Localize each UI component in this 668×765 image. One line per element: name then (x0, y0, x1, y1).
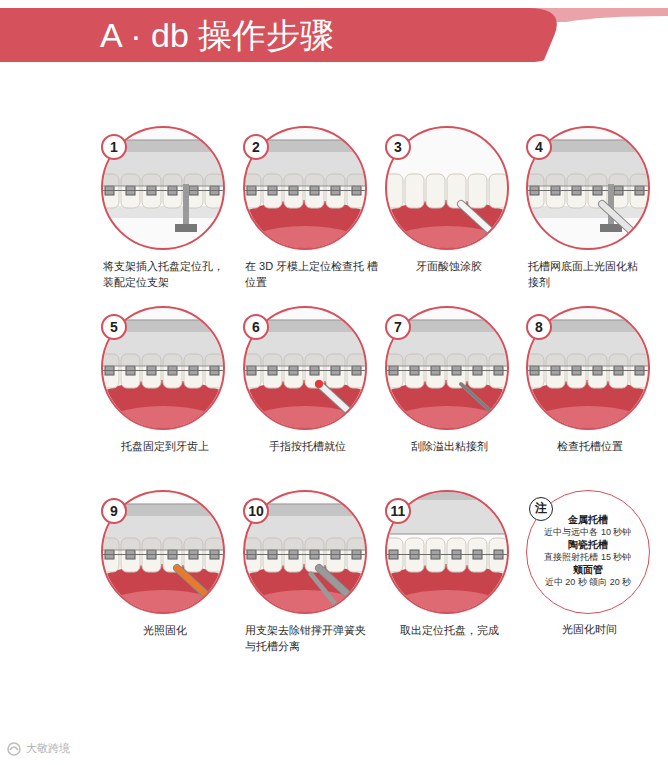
wire (235, 554, 375, 555)
step-caption: 用支架去除钳撑开弹簧夹 与托槽分离 (245, 622, 375, 654)
note-heading: 陶瓷托槽 (527, 538, 649, 551)
note-text: 近中与远中各 10 秒钟 (527, 526, 649, 538)
step-circle: 2在 3D 牙模上定位检查托 槽位置 (243, 126, 367, 250)
callout-number: 1 (101, 134, 127, 160)
wire (377, 554, 517, 555)
step-circle: 9光照固化 (101, 490, 225, 614)
gum (361, 380, 533, 460)
callout-number: 11 (385, 498, 411, 524)
tooth (468, 174, 487, 208)
tool (461, 384, 509, 428)
step-circle: 3牙面酸蚀涂胶 (385, 126, 509, 250)
note-body: 金属托槽近中与远中各 10 秒钟陶瓷托槽直接照射托槽 15 秒钟颊面管近中 20… (527, 513, 649, 588)
gum (502, 380, 668, 460)
callout-number: 3 (385, 134, 411, 160)
support-foot (175, 224, 197, 232)
step-circle: 8检查托槽位置 (526, 306, 650, 430)
step-caption: 牙面酸蚀涂胶 (382, 258, 516, 274)
step-caption: 刮除溢出粘接剂 (382, 438, 516, 454)
wire (518, 370, 658, 371)
plier-arm (311, 574, 345, 616)
watermark: 大敬跨境 (26, 740, 70, 756)
note-badge: 注 (529, 497, 553, 521)
step-caption: 手指按托槽就位 (240, 438, 374, 454)
step-caption: 光照固化 (98, 622, 232, 638)
logo-ring (8, 743, 20, 755)
gum (77, 564, 249, 644)
gum (219, 380, 391, 460)
wire (93, 554, 233, 555)
tool-outline (602, 204, 650, 248)
tool-outline (461, 384, 509, 428)
step-illustration (91, 128, 235, 248)
banner-band (0, 8, 557, 62)
callout-number: 7 (385, 314, 411, 340)
note-text: 近中 20 秒 颌向 20 秒 (527, 576, 649, 588)
wire (93, 190, 233, 191)
wire (93, 370, 233, 371)
callout-number: 9 (101, 498, 127, 524)
watermark-logo (6, 741, 24, 757)
step-caption: 取出定位托盘，完成 (382, 622, 516, 638)
step-caption: 托槽网底面上光固化粘 接剂 (528, 258, 648, 290)
wire (518, 190, 658, 191)
wire (235, 190, 375, 191)
gum (361, 200, 533, 280)
step-caption: 光固化时间 (522, 621, 656, 637)
tool (461, 204, 509, 248)
gum (77, 380, 249, 460)
tooth (426, 174, 445, 208)
step-illustration (361, 488, 533, 644)
callout-number: 5 (101, 314, 127, 340)
note-symbol: 注 (530, 498, 552, 519)
support-foot (600, 224, 622, 232)
logo-swirl (10, 747, 18, 750)
tool-outline (177, 568, 225, 612)
step-caption: 将支架插入托盘定位孔， 装配定位支架 (103, 258, 233, 290)
wire (377, 370, 517, 371)
support-post (183, 184, 189, 228)
page-title: A · db 操作步骤 (100, 13, 334, 57)
step-circle: 10用支架去除钳撑开弹簧夹 与托槽分离 (243, 490, 367, 614)
wire (235, 370, 375, 371)
note-heading: 颊面管 (527, 563, 649, 576)
note-text: 直接照射托槽 15 秒钟 (527, 551, 649, 563)
tool (319, 384, 367, 428)
step-circle: 11取出定位托盘，完成 (385, 490, 509, 614)
tool-outline (319, 384, 367, 428)
step-caption: 检查托槽位置 (523, 438, 657, 454)
tool (177, 568, 225, 612)
step-illustration (502, 308, 668, 460)
callout-number: 8 (526, 314, 552, 340)
gum (361, 564, 533, 644)
step-caption: 在 3D 牙模上定位检查托 槽位置 (245, 258, 381, 290)
callout-number: 4 (526, 134, 552, 160)
tooth (489, 174, 508, 208)
tool (602, 204, 650, 248)
callout-number: 6 (243, 314, 269, 340)
step-circle: 1将支架插入托盘定位孔， 装配定位支架 (101, 126, 225, 250)
callout-number: 2 (243, 134, 269, 160)
tooth (405, 174, 424, 208)
tool-outline (461, 204, 509, 248)
tool-tip (315, 380, 323, 388)
note-circle: 金属托槽近中与远中各 10 秒钟陶瓷托槽直接照射托槽 15 秒钟颊面管近中 20… (526, 490, 650, 614)
positioning-tray (375, 488, 519, 534)
step-caption: 托盘固定到牙齿上 (98, 438, 232, 454)
callout-number: 10 (243, 498, 269, 524)
step-circle: 6手指按托槽就位 (243, 306, 367, 430)
step-circle: 5托盘固定到牙齿上 (101, 306, 225, 430)
step-circle: 4托槽网底面上光固化粘 接剂 (526, 126, 650, 250)
step-circle: 7刮除溢出粘接剂 (385, 306, 509, 430)
step-illustration (516, 128, 660, 248)
